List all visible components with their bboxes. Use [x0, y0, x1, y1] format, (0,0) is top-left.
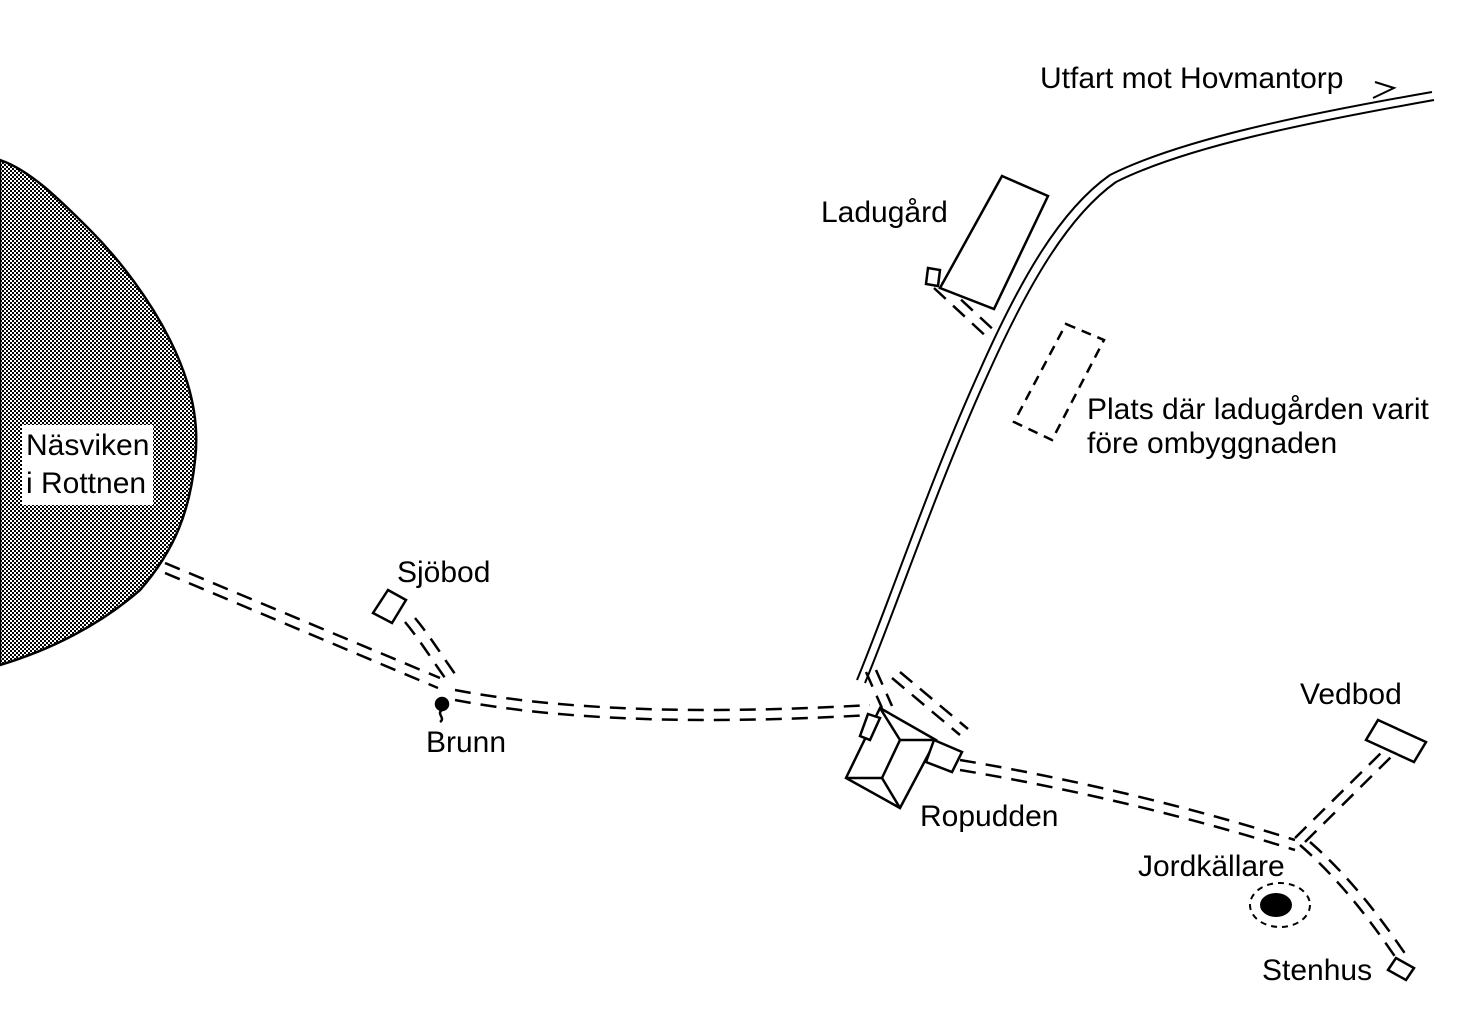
woodshed-building [1364, 718, 1428, 764]
boathouse-label: Sjöbod [397, 556, 491, 589]
barn-building [924, 174, 1050, 311]
former-barn-label-line1: Plats där ladugården varit [1087, 393, 1429, 426]
former-barn-label-line2: före ombyggnaden [1087, 427, 1338, 460]
stone-house-building [1386, 956, 1416, 982]
lake-nasviken [0, 158, 198, 667]
exit-road [856, 91, 1435, 684]
main-house-label: Ropudden [920, 800, 1059, 833]
boathouse-building [371, 588, 408, 625]
well-symbol [434, 696, 450, 724]
barn-label: Ladugård [821, 196, 948, 229]
root-cellar-label: Jordkällare [1138, 850, 1285, 883]
lake-label-line1: Näsviken [26, 429, 150, 462]
former-barn-label: Plats där ladugården varit före ombyggna… [1087, 393, 1429, 461]
footpaths [164, 281, 1408, 959]
exit-label: Utfart mot Hovmantorp [1040, 62, 1344, 95]
lake-label-line2: i Rottnen [26, 467, 147, 500]
lake-label: Näsviken i Rottnen [22, 425, 154, 505]
well-label: Brunn [426, 726, 507, 759]
stone-house-label: Stenhus [1262, 954, 1373, 987]
main-house-building [844, 706, 964, 810]
root-cellar-symbol [1249, 882, 1311, 928]
exit-arrow [1372, 81, 1397, 99]
former-barn-site [1012, 322, 1106, 442]
woodshed-label: Vedbod [1300, 678, 1402, 711]
